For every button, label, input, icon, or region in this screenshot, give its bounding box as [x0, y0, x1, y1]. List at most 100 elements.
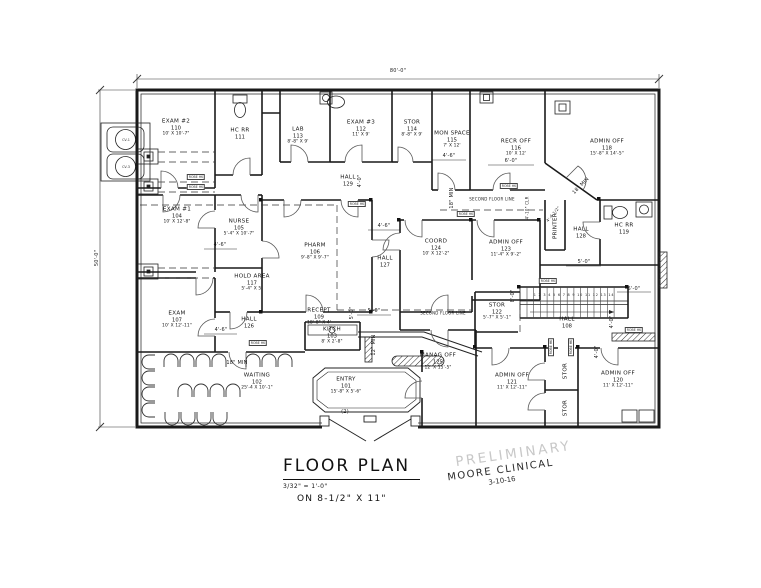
room-name: HC RR	[614, 222, 634, 229]
room-number: 108	[562, 323, 572, 330]
room-name: STOR	[562, 362, 569, 380]
room-name: STOR	[403, 119, 421, 126]
room-dims: 11' X 12'-11"	[497, 385, 527, 391]
reception-counter	[358, 331, 483, 357]
annotation-15: 5'-0"	[367, 308, 381, 314]
room-name: MON SPACE	[434, 130, 470, 137]
annotation-20: 4'-0"	[594, 345, 600, 359]
annotation-2: 4'-6"	[442, 153, 456, 159]
room-dims: 10' X 12'-2"	[422, 251, 450, 257]
annotation-18: 18" MIN	[226, 360, 248, 366]
room-name: EXAM	[168, 310, 186, 317]
room-name: HALL	[241, 316, 257, 323]
room-name: EXAM #1	[162, 206, 192, 213]
annotation-16: 5'-0"	[349, 306, 355, 320]
room-name: ADMIN OFF	[600, 370, 636, 377]
robe-hook-tag: ROBE HK	[248, 340, 268, 346]
entry-vestibule	[312, 367, 421, 442]
interior-walls	[137, 90, 659, 427]
column-markers	[259, 197, 629, 354]
robe-hook-tag: ROBE HK	[499, 183, 519, 189]
room-name: HALL	[559, 316, 575, 323]
annotation-9: SECOND FLOOR LINE	[420, 310, 466, 316]
hatched-elements	[364, 251, 668, 367]
room-dims: 8'-8" X 9'	[401, 132, 423, 138]
robe-hook-tag: ROBE HK	[456, 211, 476, 217]
annotation-1: 50'-0"	[94, 249, 100, 267]
room-name: ENTRY	[336, 376, 356, 383]
annotation-3: 6'-0"	[504, 158, 518, 164]
annotation-23: (2)	[341, 409, 349, 415]
room-number: 115	[447, 137, 457, 144]
room-name: EXAM #3	[346, 119, 376, 126]
room-number: 106	[310, 249, 320, 256]
room-name: RECEPT	[307, 307, 331, 314]
room-dims: 9'-8" X 9'-7"	[301, 255, 329, 261]
annotation-5: 4'-6"	[377, 223, 391, 229]
room-name: MANAG OFF	[419, 352, 457, 359]
room-name: HALL	[573, 226, 589, 233]
room-number: 102	[252, 379, 262, 386]
room-dims: 15'-8" X 14'-5"	[590, 151, 624, 157]
room-number: 120	[613, 377, 623, 384]
room-dims: 10' X 12'-8"	[163, 219, 191, 225]
room-name: STOR	[562, 399, 569, 417]
annotation-7: 18" MIN	[449, 187, 455, 209]
room-number: 123	[501, 246, 511, 253]
equipment-label-1: CV-3	[122, 165, 130, 169]
room-number: 101	[341, 383, 351, 390]
annotation-10: 4'-10" CLR	[524, 196, 530, 220]
room-number: 116	[511, 145, 521, 152]
room-number: 114	[407, 126, 417, 133]
room-number: 105	[234, 225, 244, 232]
room-dims: 7' X 12'	[443, 143, 461, 149]
room-number: 111	[235, 134, 245, 141]
dashed-lines	[140, 151, 543, 332]
room-number: 128	[576, 233, 586, 240]
equipment-label-0: CV-1	[122, 138, 130, 142]
room-number: 121	[507, 379, 517, 386]
room-number: 127	[380, 262, 390, 269]
annotation-8: SECOND FLOOR LINE	[469, 196, 515, 202]
annotation-22: 4'-0"	[609, 315, 615, 329]
room-name: WAITING	[243, 372, 271, 379]
room-name: NURSE	[228, 218, 250, 225]
room-dims: 15'-8" X 5'-6"	[330, 389, 362, 395]
room-name: HOLD AREA	[234, 273, 270, 280]
room-number: 122	[492, 309, 502, 316]
robe-hook-tag: ROBE HK	[568, 337, 574, 357]
room-name: ADMIN OFF	[494, 372, 530, 379]
room-dims: 5'-7" X 5'-1"	[483, 315, 511, 321]
annotation-4: 4'-6"	[213, 242, 227, 248]
annotation-17: 12" MIN	[371, 334, 377, 356]
title-block: FLOOR PLAN 3/32" = 1'-0" ON 8-1/2" X 11"	[283, 456, 421, 504]
room-name: HALL	[377, 255, 393, 262]
room-name: KITCH	[322, 326, 342, 333]
annotation-6: 4'-0"	[357, 174, 363, 188]
annotation-14: 5'-0"	[627, 286, 641, 292]
annotation-19: 4'-6"	[214, 327, 228, 333]
stair-treads	[526, 287, 615, 318]
robe-hook-tag: ROBE HK	[186, 184, 206, 190]
room-name: ADMIN OFF	[589, 138, 625, 145]
room-number: 119	[619, 229, 629, 236]
